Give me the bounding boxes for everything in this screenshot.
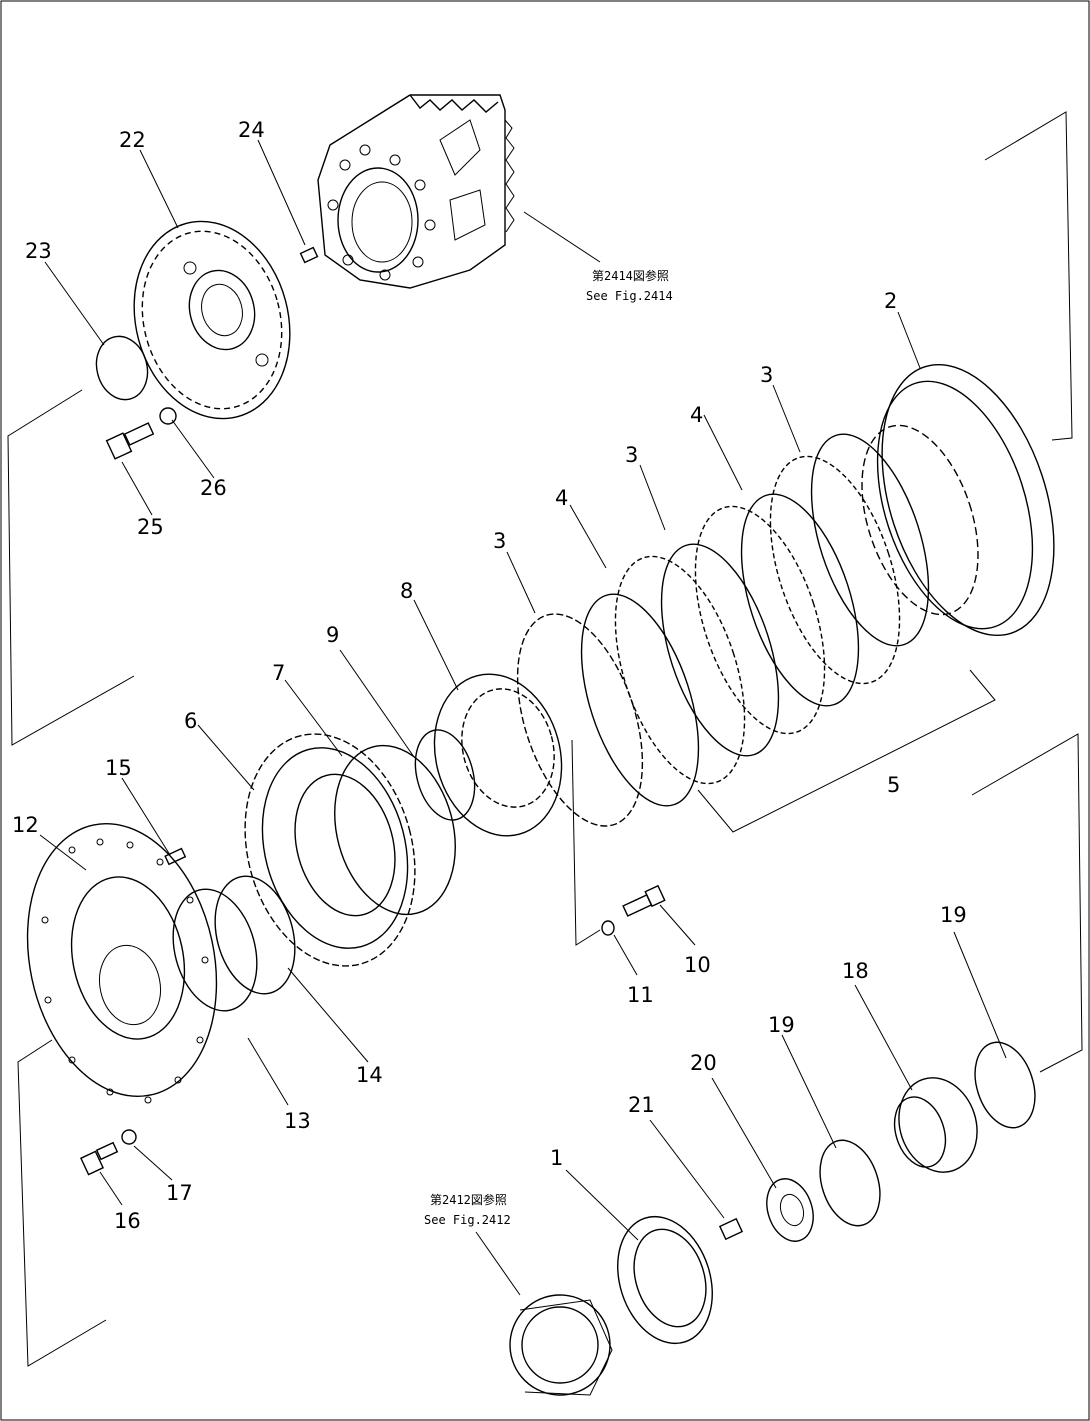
label-16: 16 — [114, 1209, 141, 1233]
gear-hub — [133, 220, 291, 420]
seal-7 — [334, 744, 456, 916]
label-17: 17 — [166, 1181, 193, 1205]
seal-9 — [414, 729, 476, 821]
piston-8 — [433, 673, 563, 837]
washer-26 — [159, 407, 177, 425]
snap-ring-19a — [819, 1139, 881, 1227]
label-12: 12 — [12, 813, 39, 837]
cover-assembly — [509, 1294, 613, 1396]
label-4b: 4 — [555, 486, 568, 510]
label-6: 6 — [184, 709, 197, 733]
note-fig2414-en: See Fig.2414 — [586, 289, 673, 303]
label-3c: 3 — [493, 529, 506, 553]
reference-notes: 第2414図参照 See Fig.2414 第2412図参照 See Fig.2… — [424, 268, 673, 1227]
washer-11 — [601, 920, 615, 936]
bolt-16 — [80, 1141, 119, 1176]
label-4a: 4 — [690, 403, 703, 427]
bearing-18 — [893, 1077, 978, 1173]
label-24: 24 — [238, 118, 265, 142]
carrier-6 — [244, 733, 416, 967]
label-3b: 3 — [625, 443, 638, 467]
label-18: 18 — [842, 959, 869, 983]
snap-ring-23 — [95, 335, 149, 401]
note-fig2412-jp: 第2412図参照 — [430, 1192, 507, 1207]
label-10: 10 — [684, 953, 711, 977]
label-5: 5 — [887, 773, 900, 797]
label-1: 1 — [550, 1146, 563, 1170]
pin-15 — [164, 847, 187, 866]
bolt-25 — [105, 422, 155, 460]
seal-13 — [172, 888, 258, 1012]
label-25: 25 — [137, 515, 164, 539]
label-23: 23 — [25, 239, 52, 263]
label-14: 14 — [356, 1063, 383, 1087]
label-8: 8 — [400, 579, 413, 603]
snap-ring-19b — [974, 1041, 1036, 1129]
label-3a: 3 — [760, 363, 773, 387]
label-22: 22 — [119, 128, 146, 152]
label-19a: 19 — [768, 1013, 795, 1037]
label-9: 9 — [326, 623, 339, 647]
label-20: 20 — [690, 1051, 717, 1075]
clutch-plates — [516, 433, 930, 827]
note-fig2414-jp: 第2414図参照 — [592, 268, 669, 283]
flange-12 — [26, 822, 218, 1104]
plate-20 — [766, 1178, 814, 1242]
part-labels: 22 24 23 26 25 2 3 4 3 4 3 8 9 7 6 5 15 … — [12, 118, 967, 1233]
bolt-10 — [622, 884, 666, 917]
clutch-housing — [317, 94, 515, 289]
bolt-21 — [718, 1217, 744, 1241]
label-21: 21 — [628, 1093, 655, 1117]
label-26: 26 — [200, 476, 227, 500]
note-fig2412-en: See Fig.2412 — [424, 1213, 511, 1227]
bracket-lines — [7, 111, 1083, 1367]
label-19b: 19 — [940, 903, 967, 927]
washer-17 — [121, 1129, 137, 1145]
label-13: 13 — [284, 1109, 311, 1133]
label-7: 7 — [272, 661, 285, 685]
seal-14 — [214, 875, 296, 995]
leader-lines — [39, 139, 1007, 1296]
ring-gear-2 — [861, 363, 1055, 637]
label-15: 15 — [105, 756, 132, 780]
label-2: 2 — [884, 289, 897, 313]
label-11: 11 — [627, 983, 654, 1007]
pin-24 — [299, 246, 319, 264]
bearing-1 — [617, 1215, 713, 1345]
